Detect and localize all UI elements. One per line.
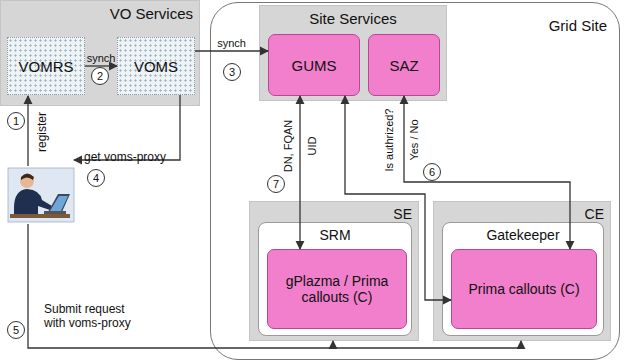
flow-label: Submit request with voms-proxy [44,302,148,330]
box-label: GUMS [292,57,337,74]
label-holder: synch [217,37,246,49]
box-label: VOMS [134,58,178,75]
title-holder: VO Services [110,5,193,22]
callout-number: 7 [267,175,285,193]
box-label: Prima callouts (C) [468,281,579,297]
title-holder: Gatekeeper [486,227,559,243]
callout-number: 3 [223,63,241,81]
label-holder: 2 [91,67,109,85]
edge-label: synch [87,52,116,64]
title-holder: Grid Site [549,17,607,34]
label-holder: 4 [87,169,105,187]
register-line [27,96,28,166]
callout-number: 1 [7,112,25,130]
callout-number: 4 [87,169,105,187]
label-holder: synch [87,52,116,64]
box-title: VO Services [110,5,193,22]
label-holder: 5 [7,321,25,339]
label-holder: UID [306,137,318,156]
label-holder: get voms-proxy [84,150,166,164]
software-box: gPlazma / Prima callouts (C) SRM [258,222,412,336]
service-box: VOMRS [7,37,85,95]
box-title: SRM [319,227,350,243]
flow-label: Is authrized? [383,109,395,172]
label-holder: Submit request with voms-proxy [44,302,148,330]
box-title: SE [393,206,412,222]
box-title: CE [585,206,604,222]
title-holder: CE [585,206,604,222]
callout-box: Prima callouts (C) [451,249,597,329]
label-holder: 1 [7,112,25,130]
title-holder: SE [393,206,412,222]
label-holder: DN, FQAN [282,120,294,173]
label-holder: 6 [423,163,441,181]
callout-number: 2 [91,67,109,85]
callout-number: 6 [423,163,441,181]
label-holder: 3 [223,63,241,81]
software-box: Prima callouts (C) Gatekeeper [442,222,604,336]
element-group: gPlazma / Prima callouts (C) SRM SE [249,201,419,341]
flow-label: UID [306,137,318,156]
box-title: Grid Site [549,17,607,34]
label-holder: 7 [267,175,285,193]
service-group: GUMS SAZ Site Services [259,5,447,101]
flow-label: register [35,112,49,152]
box-label: VOMRS [18,58,73,75]
label-holder: Yes / No [408,119,420,160]
box-label: SAZ [389,57,418,74]
user-figure [8,168,74,222]
flow-label: DN, FQAN [282,120,294,173]
box-title: Gatekeeper [486,227,559,243]
service-box: GUMS [268,34,360,96]
box-title: Site Services [309,10,397,27]
label-holder: register [35,112,49,152]
service-box: SAZ [368,34,440,96]
callout-box: gPlazma / Prima callouts (C) [267,249,407,329]
flow-label: get voms-proxy [84,150,166,164]
edge-label: synch [217,37,246,49]
title-holder: SRM [319,227,350,243]
label-holder: Is authrized? [383,109,395,172]
box-label: gPlazma / Prima callouts (C) [272,273,402,305]
title-holder: Site Services [309,10,397,27]
element-group: Prima callouts (C) Gatekeeper CE [433,201,611,341]
flow-label: Yes / No [408,119,420,160]
service-box: VOMS [117,37,195,95]
callout-number: 5 [7,321,25,339]
